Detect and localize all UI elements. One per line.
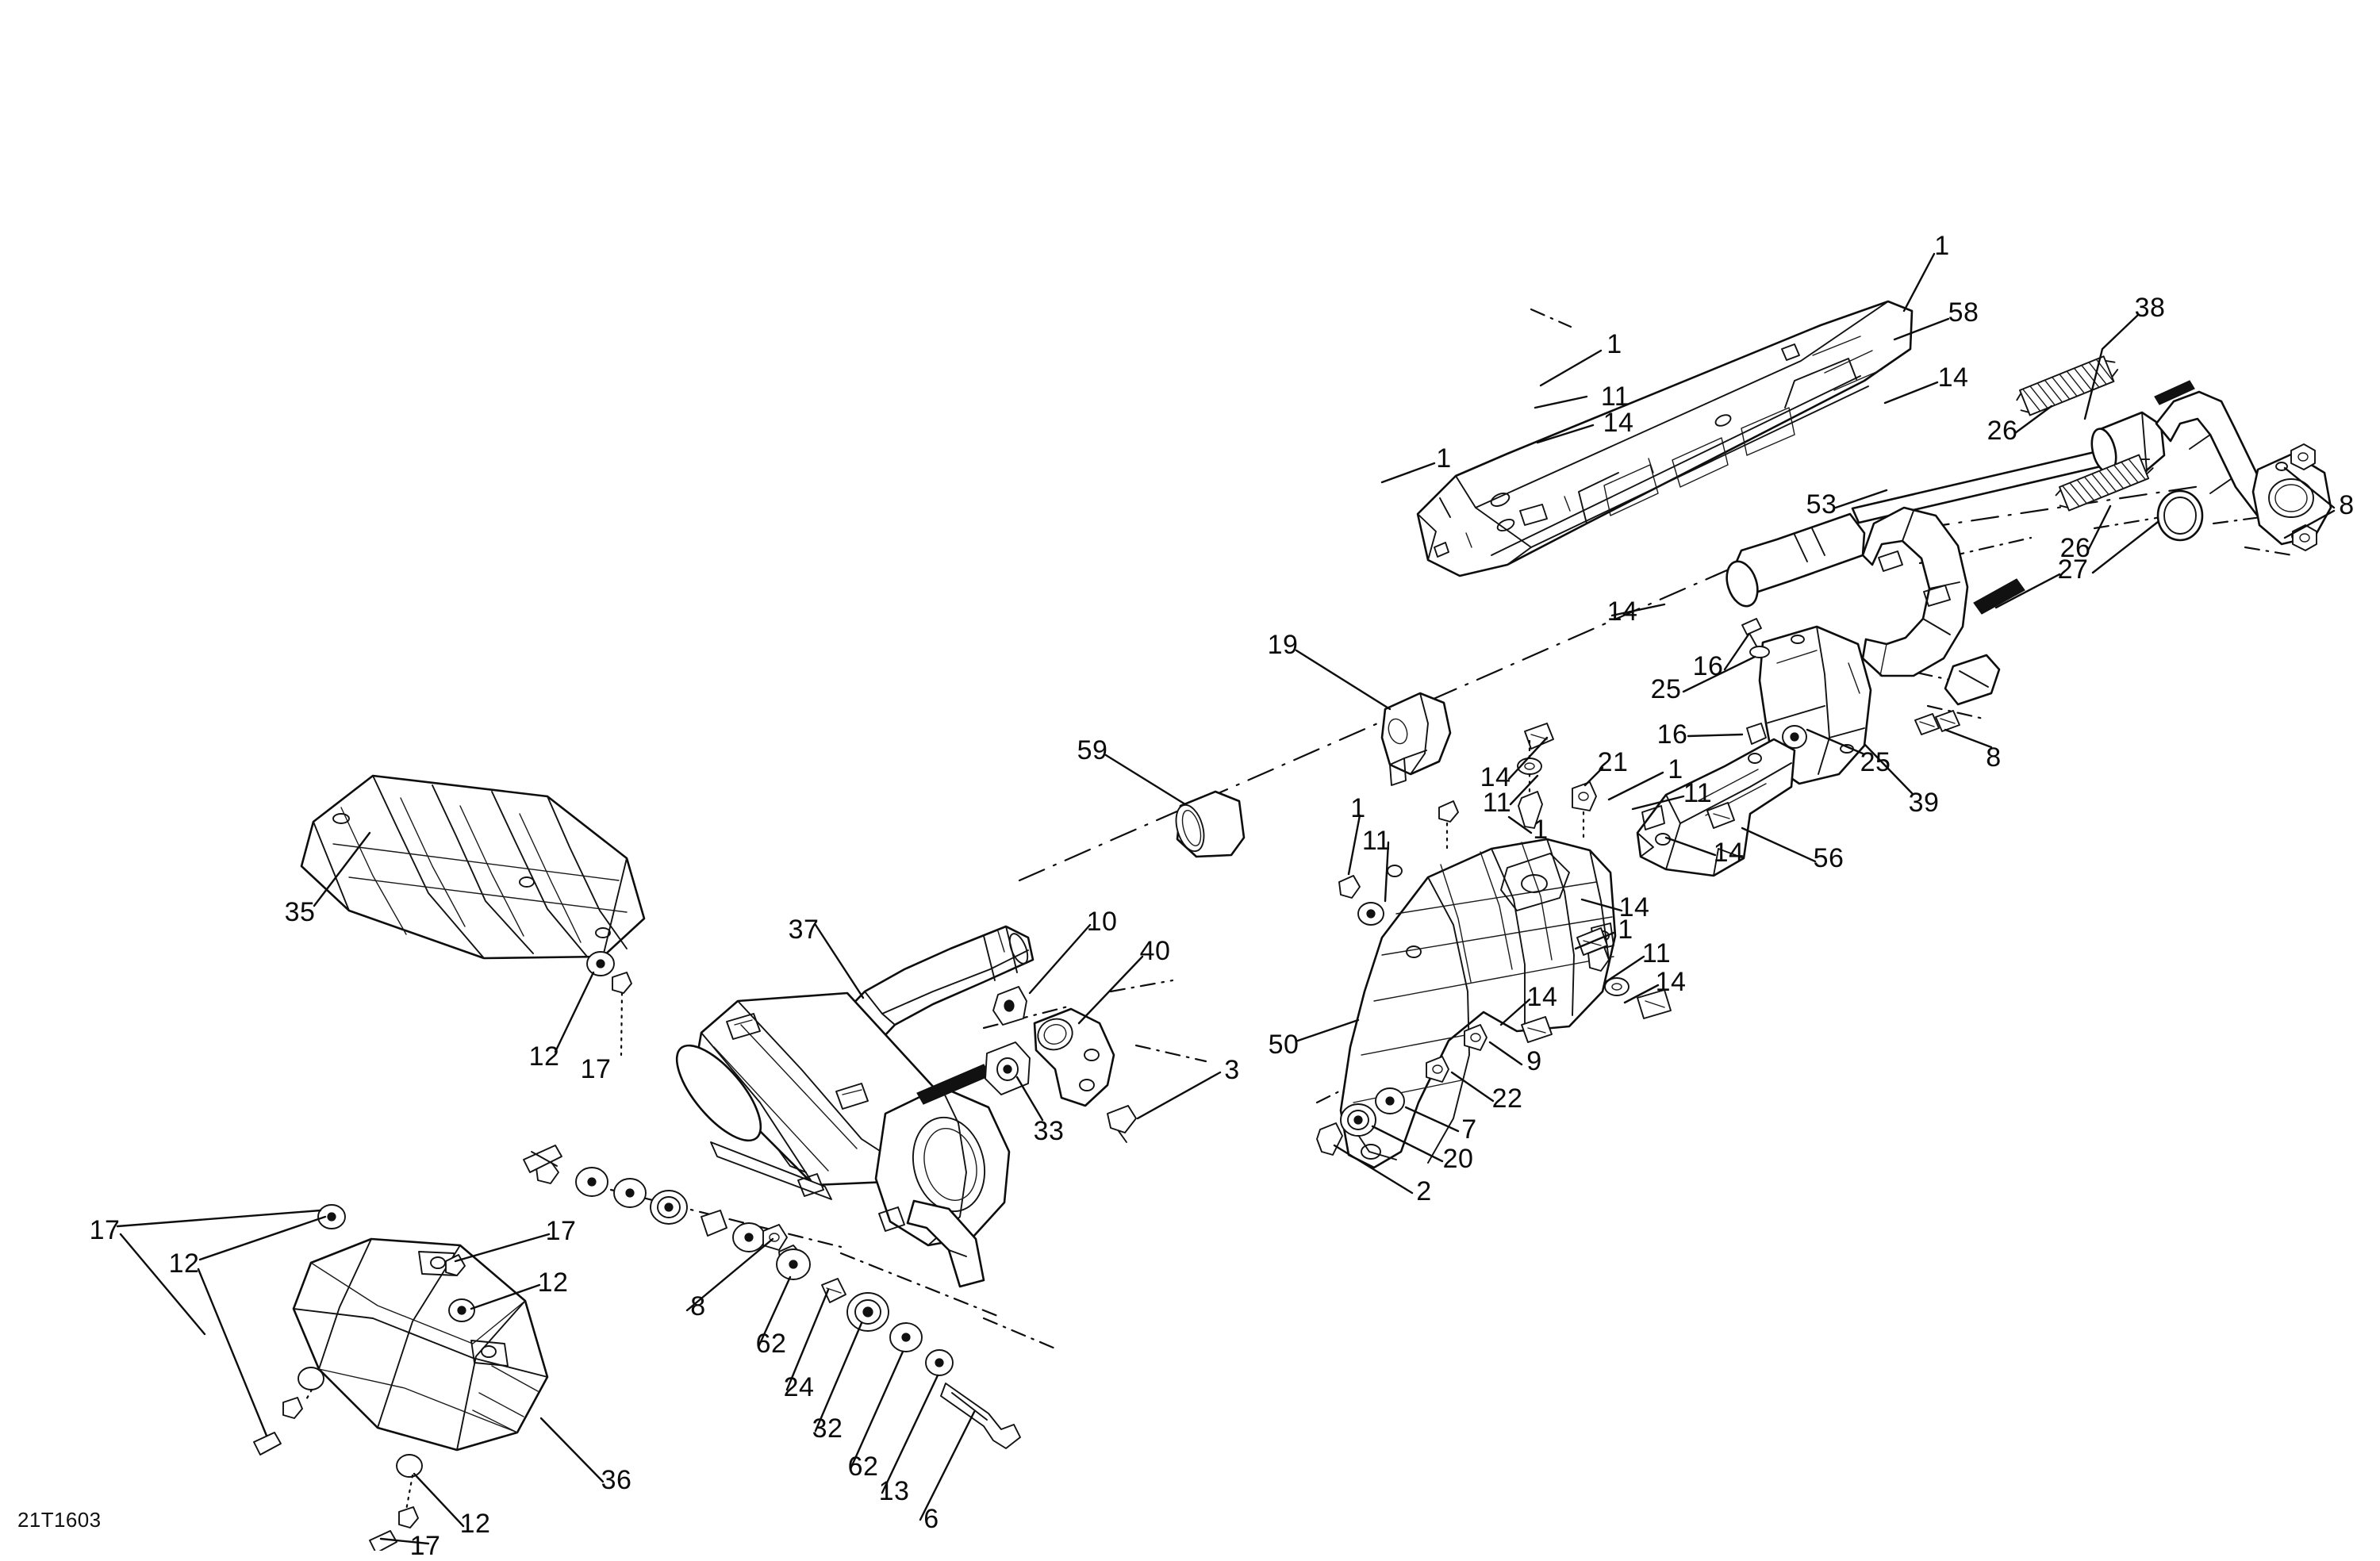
muffler-body — [675, 991, 1011, 1288]
heat-shield-50 — [1339, 838, 1617, 1169]
callout-1: 1 — [1533, 815, 1549, 845]
callout-1: 1 — [1350, 793, 1366, 823]
callout-11: 11 — [1361, 826, 1392, 856]
callout-8: 8 — [690, 1291, 706, 1321]
callout-56: 56 — [1813, 843, 1844, 873]
callout-27: 27 — [2057, 554, 2089, 585]
resonator-pipe-53 — [1726, 451, 2102, 706]
bushing-10 — [992, 986, 1027, 1026]
callout-22: 22 — [1491, 1083, 1523, 1114]
callout-26: 26 — [1987, 416, 2018, 446]
nut-8-right-lower — [2292, 524, 2317, 551]
callout-50: 50 — [1268, 1030, 1299, 1060]
callout-6: 6 — [923, 1504, 939, 1534]
callout-10: 10 — [1086, 907, 1118, 937]
heat-shield-36 — [292, 1237, 549, 1478]
callout-26: 26 — [2059, 533, 2091, 563]
sleeve-59 — [1175, 790, 1246, 858]
callout-11: 11 — [1683, 778, 1713, 808]
callout-14: 14 — [1618, 892, 1650, 922]
callout-32: 32 — [812, 1413, 843, 1444]
callout-16: 16 — [1692, 651, 1724, 681]
callout-35: 35 — [284, 897, 316, 927]
callout-53: 53 — [1806, 489, 1837, 520]
callout-36: 36 — [601, 1465, 632, 1495]
callout-14: 14 — [1526, 982, 1558, 1012]
callout-37: 37 — [788, 915, 820, 945]
diagram-code: 21T1603 — [17, 1508, 102, 1532]
callout-14: 14 — [1480, 762, 1511, 792]
screw-3 — [1107, 1105, 1137, 1143]
callout-11: 11 — [1641, 938, 1672, 968]
nut-8-right-upper — [2290, 443, 2316, 470]
callout-25: 25 — [1860, 747, 1891, 777]
callout-19: 19 — [1267, 630, 1299, 660]
callout-14: 14 — [1606, 596, 1638, 627]
callout-20: 20 — [1442, 1144, 1474, 1174]
washer-12-upper — [586, 951, 615, 976]
callout-14: 14 — [1937, 362, 1969, 393]
callout-11: 11 — [1600, 382, 1630, 412]
callout-16: 16 — [1656, 719, 1688, 750]
callout-1: 1 — [1618, 915, 1633, 945]
callout-17: 17 — [580, 1054, 612, 1084]
callout-24: 24 — [783, 1372, 815, 1402]
hardware-stack-lower — [762, 1224, 1021, 1449]
callout-2: 2 — [1416, 1176, 1432, 1206]
callout-12: 12 — [537, 1268, 569, 1298]
callout-14: 14 — [1603, 408, 1634, 438]
callout-25: 25 — [1650, 674, 1682, 704]
spring-26-upper — [2016, 355, 2119, 416]
callout-7: 7 — [1461, 1114, 1477, 1145]
callout-62: 62 — [847, 1452, 879, 1482]
callout-14: 14 — [1713, 838, 1745, 868]
callout-21: 21 — [1597, 747, 1629, 777]
callout-17: 17 — [89, 1215, 121, 1245]
callout-33: 33 — [1033, 1116, 1065, 1146]
callout-13: 13 — [878, 1476, 910, 1506]
spring-26-lower — [2055, 454, 2154, 512]
heat-shield-35 — [300, 774, 646, 960]
fastener-column-50 — [1316, 1024, 1488, 1156]
callout-1: 1 — [1606, 329, 1622, 359]
callout-17: 17 — [409, 1531, 441, 1561]
fastener-group-36 — [253, 1204, 475, 1551]
callout-11: 11 — [1482, 788, 1512, 818]
callout-12: 12 — [459, 1509, 491, 1539]
clamp-nuts-8-mid — [1914, 710, 1960, 735]
callout-1: 1 — [1934, 231, 1950, 261]
callout-9: 9 — [1526, 1046, 1542, 1076]
callout-12: 12 — [168, 1248, 200, 1279]
leader-lines — [116, 252, 2336, 1545]
bracket-40 — [1033, 1007, 1115, 1107]
callout-58: 58 — [1948, 297, 1979, 328]
screw-17-upper — [612, 972, 632, 1057]
callout-17: 17 — [545, 1216, 577, 1246]
callout-59: 59 — [1077, 735, 1108, 765]
callout-39: 39 — [1908, 788, 1940, 818]
callout-62: 62 — [755, 1329, 787, 1359]
callout-1: 1 — [1436, 443, 1452, 474]
gasket-ring-27 — [1973, 489, 2204, 615]
frame-rail-58 — [1416, 300, 1914, 577]
callout-12: 12 — [528, 1041, 560, 1072]
callout-8: 8 — [1986, 742, 2002, 773]
callout-14: 14 — [1655, 967, 1687, 997]
hardware-stack-upper — [523, 1145, 804, 1270]
small-fasteners-mid — [1338, 723, 1735, 1043]
clamp-19 — [1380, 692, 1452, 786]
callout-3: 3 — [1224, 1055, 1240, 1085]
callout-38: 38 — [2134, 293, 2166, 323]
callout-1: 1 — [1668, 754, 1683, 784]
callout-8: 8 — [2339, 490, 2355, 520]
callout-40: 40 — [1139, 936, 1171, 966]
